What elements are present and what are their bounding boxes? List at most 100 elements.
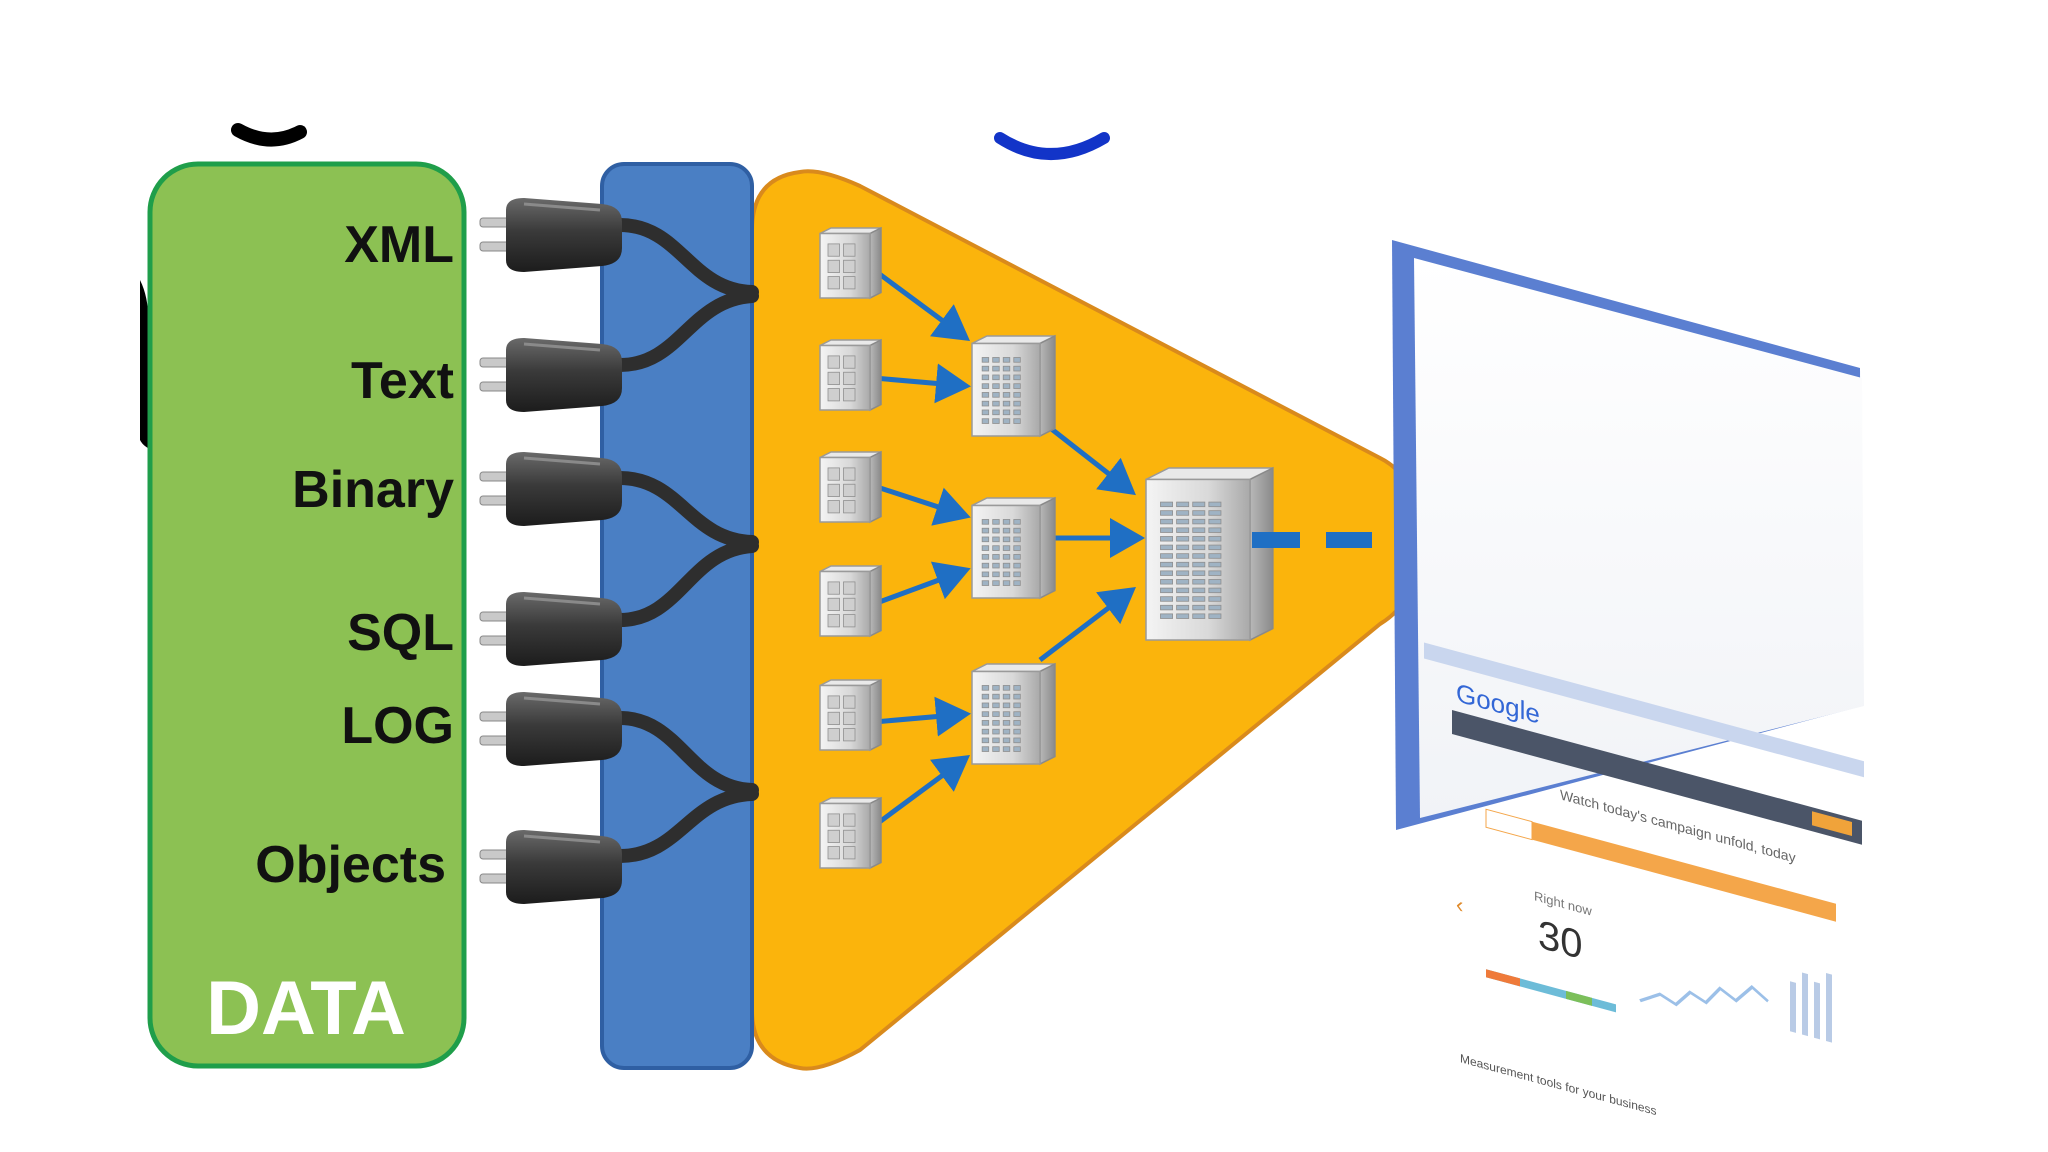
server-bay xyxy=(1176,518,1190,525)
screen-bar xyxy=(1826,973,1832,1043)
server-icon xyxy=(819,450,882,524)
server-side xyxy=(869,678,882,752)
server-bay xyxy=(992,374,1000,381)
server-bay xyxy=(981,580,990,586)
power-plug-icon xyxy=(479,198,622,272)
data-panel-title: DATA xyxy=(206,966,406,1051)
source-label-text: Text xyxy=(351,352,454,410)
server-bay xyxy=(1160,518,1173,525)
decorative-fragment xyxy=(994,132,1110,160)
server-bay xyxy=(981,357,990,363)
server-bay xyxy=(992,418,1000,424)
server-bay xyxy=(1160,613,1173,619)
server-bay xyxy=(1160,587,1173,594)
server-bay xyxy=(1192,536,1206,542)
server-bay xyxy=(992,536,1000,543)
server-bay xyxy=(1176,561,1190,568)
server-bay xyxy=(827,829,840,843)
server-bay xyxy=(1208,544,1222,551)
server-bay xyxy=(1013,702,1021,709)
server-bay xyxy=(1013,554,1021,560)
server-bay xyxy=(1013,392,1021,398)
screen-tab-bar xyxy=(1424,642,1864,778)
server-icon xyxy=(971,496,1056,600)
server-bay xyxy=(1013,536,1021,543)
server-bay xyxy=(1013,409,1021,416)
source-label-sql: SQL xyxy=(347,604,454,662)
server-bay xyxy=(992,580,1000,586)
server-bay xyxy=(1176,604,1190,611)
server-bay xyxy=(1002,746,1011,752)
screen-bar xyxy=(1790,981,1796,1033)
server-bay xyxy=(1002,720,1011,726)
source-label-binary: Binary xyxy=(292,461,454,519)
server-bay xyxy=(827,581,840,595)
server-icon xyxy=(819,796,882,870)
plug-highlight xyxy=(523,456,601,466)
server-bay xyxy=(1176,579,1190,585)
server-bay xyxy=(827,388,840,402)
cable xyxy=(613,471,759,549)
power-plug-icon xyxy=(479,452,622,526)
screen-bar xyxy=(1814,981,1820,1040)
plug-group xyxy=(479,198,622,904)
server-bay xyxy=(992,383,1000,389)
server-bay xyxy=(992,409,1000,416)
server-icon xyxy=(819,678,882,752)
server-bay xyxy=(1160,536,1173,542)
server-bay xyxy=(1192,527,1206,533)
browser-window-icon: Google Watch today's campaign unfold, to… xyxy=(1392,240,1864,1118)
server-bay xyxy=(843,846,856,860)
server-bay xyxy=(981,728,990,735)
screen-legend-strip xyxy=(1566,990,1592,1006)
data-panel-box xyxy=(147,161,467,1069)
flow-arrow xyxy=(873,483,971,526)
screen-nav-button xyxy=(1812,811,1852,837)
server-bay xyxy=(1208,596,1222,602)
server-bay xyxy=(981,554,990,560)
server-bay xyxy=(1176,596,1190,602)
server-bay xyxy=(1208,527,1222,533)
server-bay xyxy=(992,728,1000,735)
screen-bar-chart xyxy=(1790,972,1832,1043)
server-bay xyxy=(1176,501,1190,508)
server-bay xyxy=(992,746,1000,752)
server-bay xyxy=(1002,693,1011,700)
server-bay xyxy=(843,614,856,628)
power-plug-icon xyxy=(479,338,622,412)
cable xyxy=(613,289,759,372)
server-bay xyxy=(1208,579,1222,585)
cable xyxy=(613,711,759,797)
flow-arrow xyxy=(1038,418,1136,496)
server-bay xyxy=(1192,579,1206,585)
server-bay xyxy=(981,746,990,752)
server-bay xyxy=(981,711,990,717)
server-bay xyxy=(1002,374,1011,381)
server-bay xyxy=(1002,519,1011,525)
server-bay xyxy=(1160,561,1173,568)
server-bay xyxy=(1192,596,1206,602)
server-side xyxy=(869,796,882,870)
server-bay xyxy=(1208,587,1222,594)
server-bay xyxy=(981,545,990,551)
power-plug-icon xyxy=(479,592,622,666)
server-bay xyxy=(1002,536,1011,543)
server-side xyxy=(1039,334,1056,438)
server-bay xyxy=(1002,365,1011,372)
plug-body xyxy=(506,592,622,666)
server-bay xyxy=(1013,685,1021,691)
server-bay xyxy=(843,243,856,257)
server-bay xyxy=(1192,553,1206,559)
flow-arrow xyxy=(873,363,971,404)
server-bay xyxy=(1002,409,1011,416)
server-bay xyxy=(992,720,1000,726)
server-side xyxy=(1039,662,1056,766)
server-bay xyxy=(843,500,856,514)
server-bay xyxy=(827,728,840,742)
plug-highlight xyxy=(523,834,601,844)
server-bay xyxy=(981,374,990,381)
screen-banner-tab xyxy=(1485,808,1533,841)
plug-body xyxy=(506,830,622,904)
server-bay xyxy=(1160,596,1173,602)
